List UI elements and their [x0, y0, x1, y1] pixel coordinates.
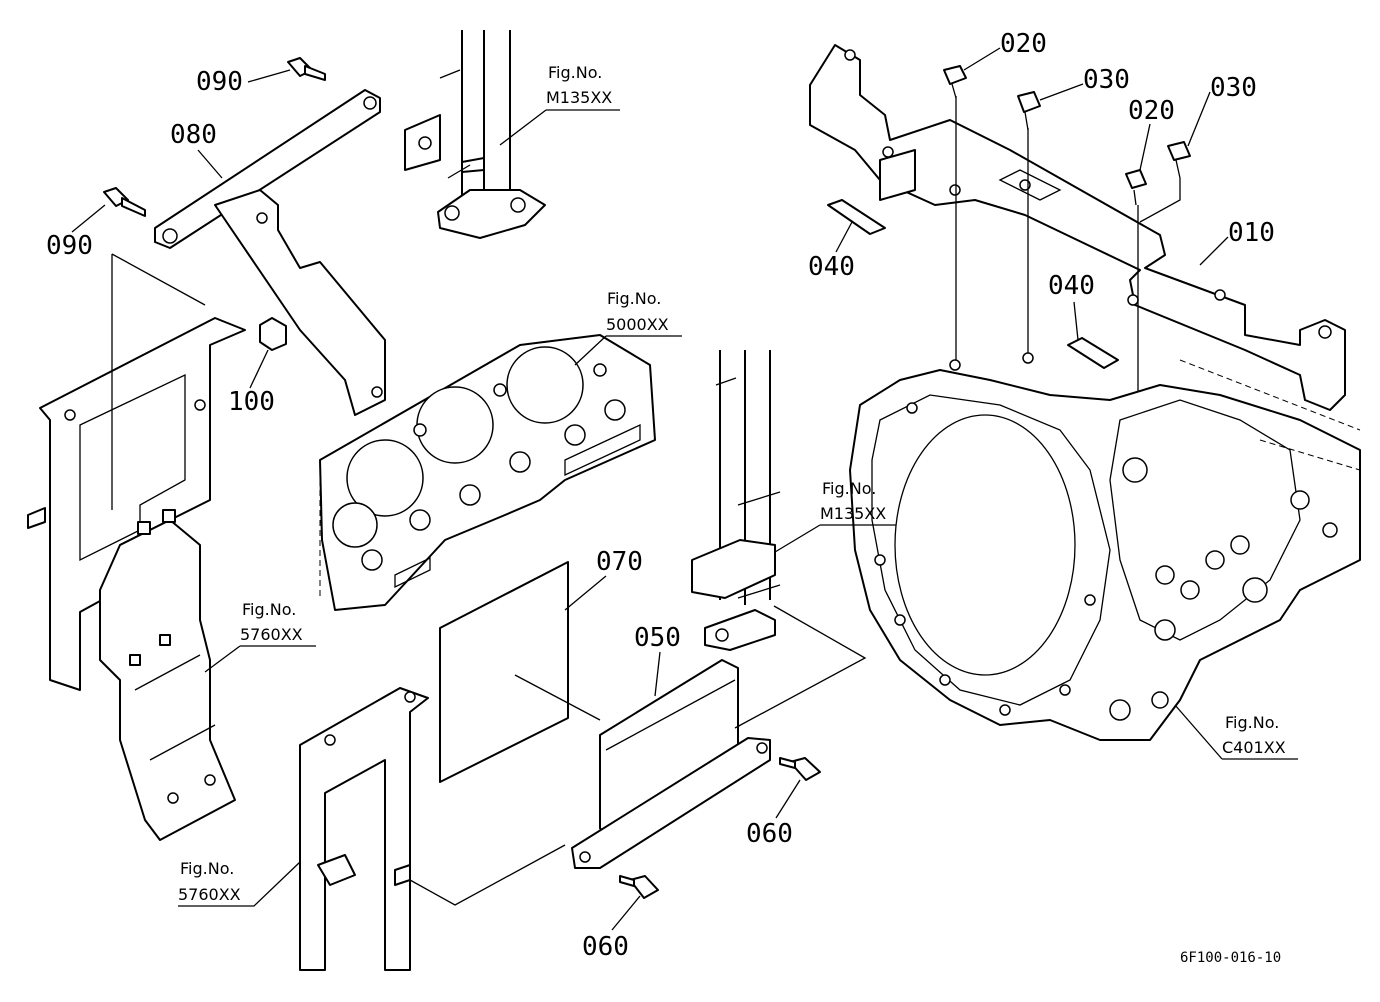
callout-020-a: 020 — [1000, 29, 1047, 59]
figref-label: Fig.No. — [548, 63, 602, 82]
callout-010: 010 — [1228, 218, 1275, 248]
figref-label: Fig.No. — [180, 859, 234, 878]
pin-040-b — [1067, 337, 1119, 369]
figref-m135-mid: Fig.No. M135XX — [774, 479, 896, 553]
vertical-post-mid — [691, 350, 781, 651]
document-id: 6F100-016-10 — [1180, 950, 1281, 966]
callout-050: 050 — [634, 623, 681, 653]
figref-label: Fig.No. — [1225, 713, 1279, 732]
left-frame-bracket — [27, 317, 246, 841]
figref-m135-top: Fig.No. M135XX — [499, 63, 620, 146]
callout-030-b: 030 — [1210, 73, 1257, 103]
bracket-080-lower — [214, 189, 386, 416]
figref-code: 5760XX — [240, 625, 303, 644]
figref-5000: Fig.No. 5000XX — [574, 289, 682, 366]
figref-code: M135XX — [546, 88, 612, 107]
lower-frame-bracket — [299, 687, 429, 971]
figref-label: Fig.No. — [242, 600, 296, 619]
callout-080: 080 — [170, 120, 217, 150]
cylinder-head-gasket — [319, 334, 656, 611]
figref-label: Fig.No. — [822, 479, 876, 498]
figref-code: M135XX — [820, 504, 886, 523]
vertical-post-top — [437, 30, 546, 239]
figref-label: Fig.No. — [607, 289, 661, 308]
callout-100: 100 — [228, 387, 275, 417]
figref-code: 5000XX — [606, 315, 669, 334]
callout-040-mid: 040 — [1048, 271, 1095, 301]
callout-070: 070 — [596, 547, 643, 577]
callout-020-b: 020 — [1128, 96, 1175, 126]
clutch-housing — [849, 352, 1361, 741]
figref-c401: Fig.No. C401XX — [1174, 704, 1298, 760]
pin-040-a — [827, 199, 886, 235]
callout-060-left: 060 — [582, 932, 629, 962]
bolt-090-left — [103, 187, 146, 217]
support-bracket-010 — [809, 44, 1346, 411]
callout-090-left: 090 — [46, 231, 93, 261]
cover-plate-070 — [439, 561, 569, 783]
callout-060-right: 060 — [746, 819, 793, 849]
figref-code: C401XX — [1222, 738, 1286, 757]
figref-5760-left: Fig.No. 5760XX — [204, 600, 316, 673]
stay-bar-080 — [154, 89, 441, 249]
bolt-090-top — [287, 57, 326, 81]
figref-code: 5760XX — [178, 885, 241, 904]
callout-030-a: 030 — [1083, 65, 1130, 95]
bolt-020-a — [943, 65, 967, 99]
bolt-030-b — [1167, 141, 1191, 179]
callout-090-top: 090 — [196, 67, 243, 97]
bolt-060-left — [619, 875, 659, 899]
nut-100 — [259, 317, 287, 351]
figref-5760-bottom: Fig.No. 5760XX — [178, 859, 301, 907]
bolt-020-b — [1125, 169, 1147, 206]
bracket-050 — [571, 659, 771, 869]
bolt-030-a — [1017, 91, 1041, 131]
callout-040-top: 040 — [808, 252, 855, 282]
bolt-060-right — [779, 757, 821, 781]
